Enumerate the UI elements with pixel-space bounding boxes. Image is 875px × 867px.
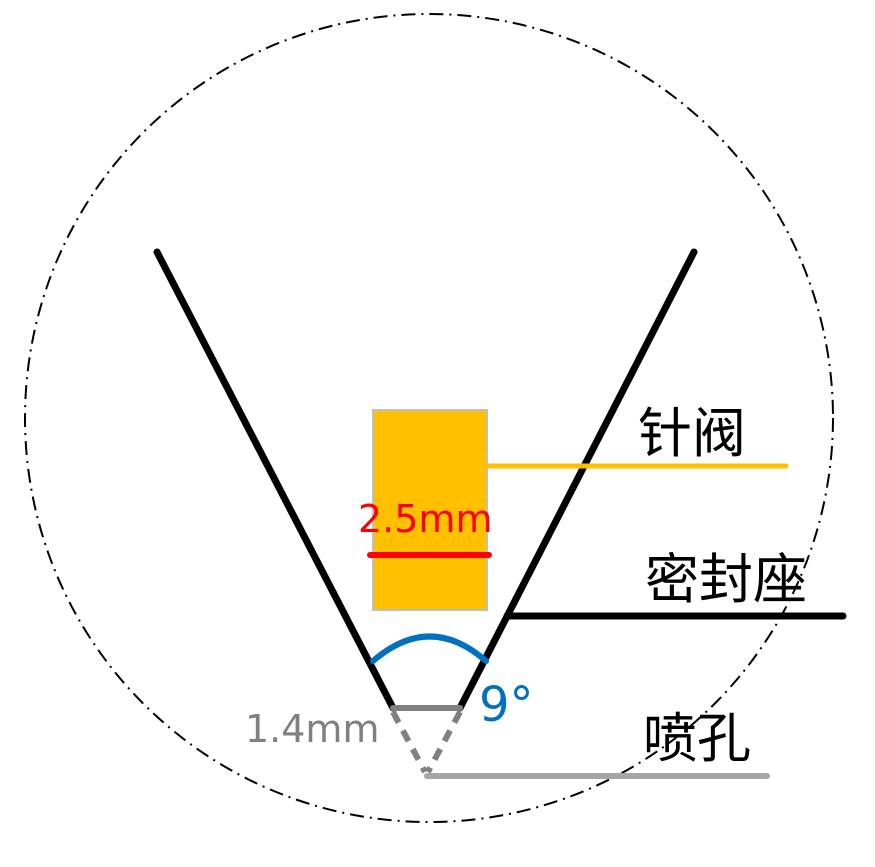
needle-valve-body	[372, 409, 488, 611]
nozzle-hole-right-dashed	[425, 710, 463, 774]
seal-seat-right-wall	[456, 248, 698, 712]
seal-seat-label: 密封座	[645, 548, 807, 611]
hole-width-label: 1.4mm	[245, 707, 379, 751]
seal-seat-left-wall	[153, 248, 397, 712]
detail-outline-circle	[24, 13, 834, 823]
cone-angle-label: 9°	[479, 677, 534, 733]
cone-angle-arc	[370, 633, 489, 664]
needle-valve-label: 针阀	[638, 402, 746, 465]
nozzle-hole-label: 喷孔	[643, 707, 751, 770]
nozzle-hole-left-dashed	[390, 710, 428, 774]
needle-width-label: 2.5mm	[358, 497, 492, 541]
